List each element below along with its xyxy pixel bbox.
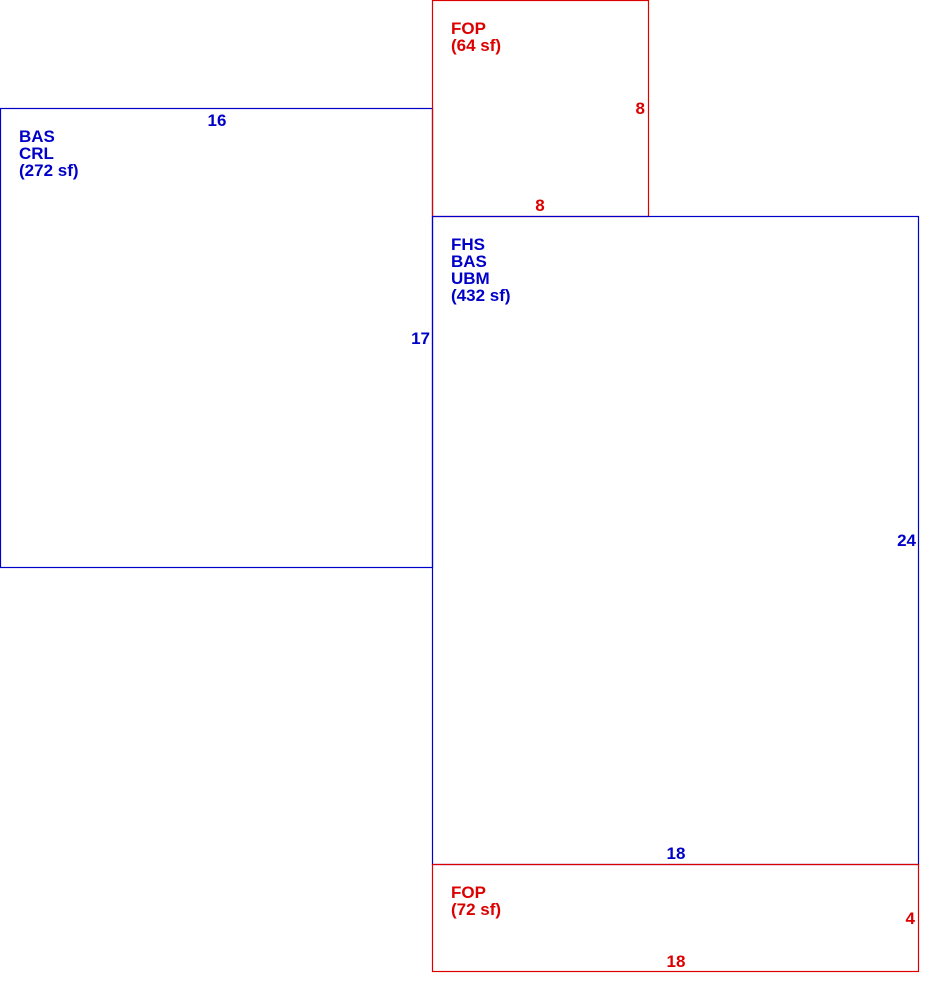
- area-bas-crl-size: (272 sf): [19, 161, 79, 180]
- area-fhs-bas-ubm-outline: [431, 215, 920, 866]
- area-fop-bottom-outline: [431, 863, 920, 973]
- area-bas-crl-dim-right: 17: [411, 329, 430, 348]
- area-fop-top-code-1: FOP: [451, 19, 486, 38]
- area-fhs-bas-ubm-code-1: FHS: [451, 235, 485, 254]
- area-fop-top-size: (64 sf): [451, 36, 501, 55]
- area-fhs-bas-ubm-dim-right: 24: [897, 531, 916, 550]
- area-bas-crl-code-2: CRL: [19, 144, 54, 163]
- area-fop-bottom-code-1: FOP: [451, 883, 486, 902]
- area-fop-bottom-dim-right: 4: [906, 909, 916, 928]
- area-fhs-bas-ubm-code-2: BAS: [451, 252, 487, 271]
- area-fhs-bas-ubm: FHS BAS UBM (432 sf) 24 18: [431, 215, 920, 866]
- area-bas-crl: BAS CRL (272 sf) 16 17: [0, 107, 434, 569]
- area-fop-top: FOP (64 sf) 8 8: [431, 0, 650, 218]
- area-fop-top-dim-right: 8: [636, 99, 645, 118]
- area-fop-bottom-dim-bottom: 18: [667, 952, 686, 971]
- area-fop-bottom-size: (72 sf): [451, 900, 501, 919]
- area-fhs-bas-ubm-code-3: UBM: [451, 269, 490, 288]
- area-bas-crl-dim-top: 16: [208, 111, 227, 130]
- area-fhs-bas-ubm-dim-bottom: 18: [667, 844, 686, 863]
- area-fop-top-dim-bottom: 8: [535, 196, 544, 215]
- area-fhs-bas-ubm-size: (432 sf): [451, 286, 511, 305]
- area-fop-bottom: FOP (72 sf) 4 18: [431, 863, 920, 973]
- area-bas-crl-code-1: BAS: [19, 127, 55, 146]
